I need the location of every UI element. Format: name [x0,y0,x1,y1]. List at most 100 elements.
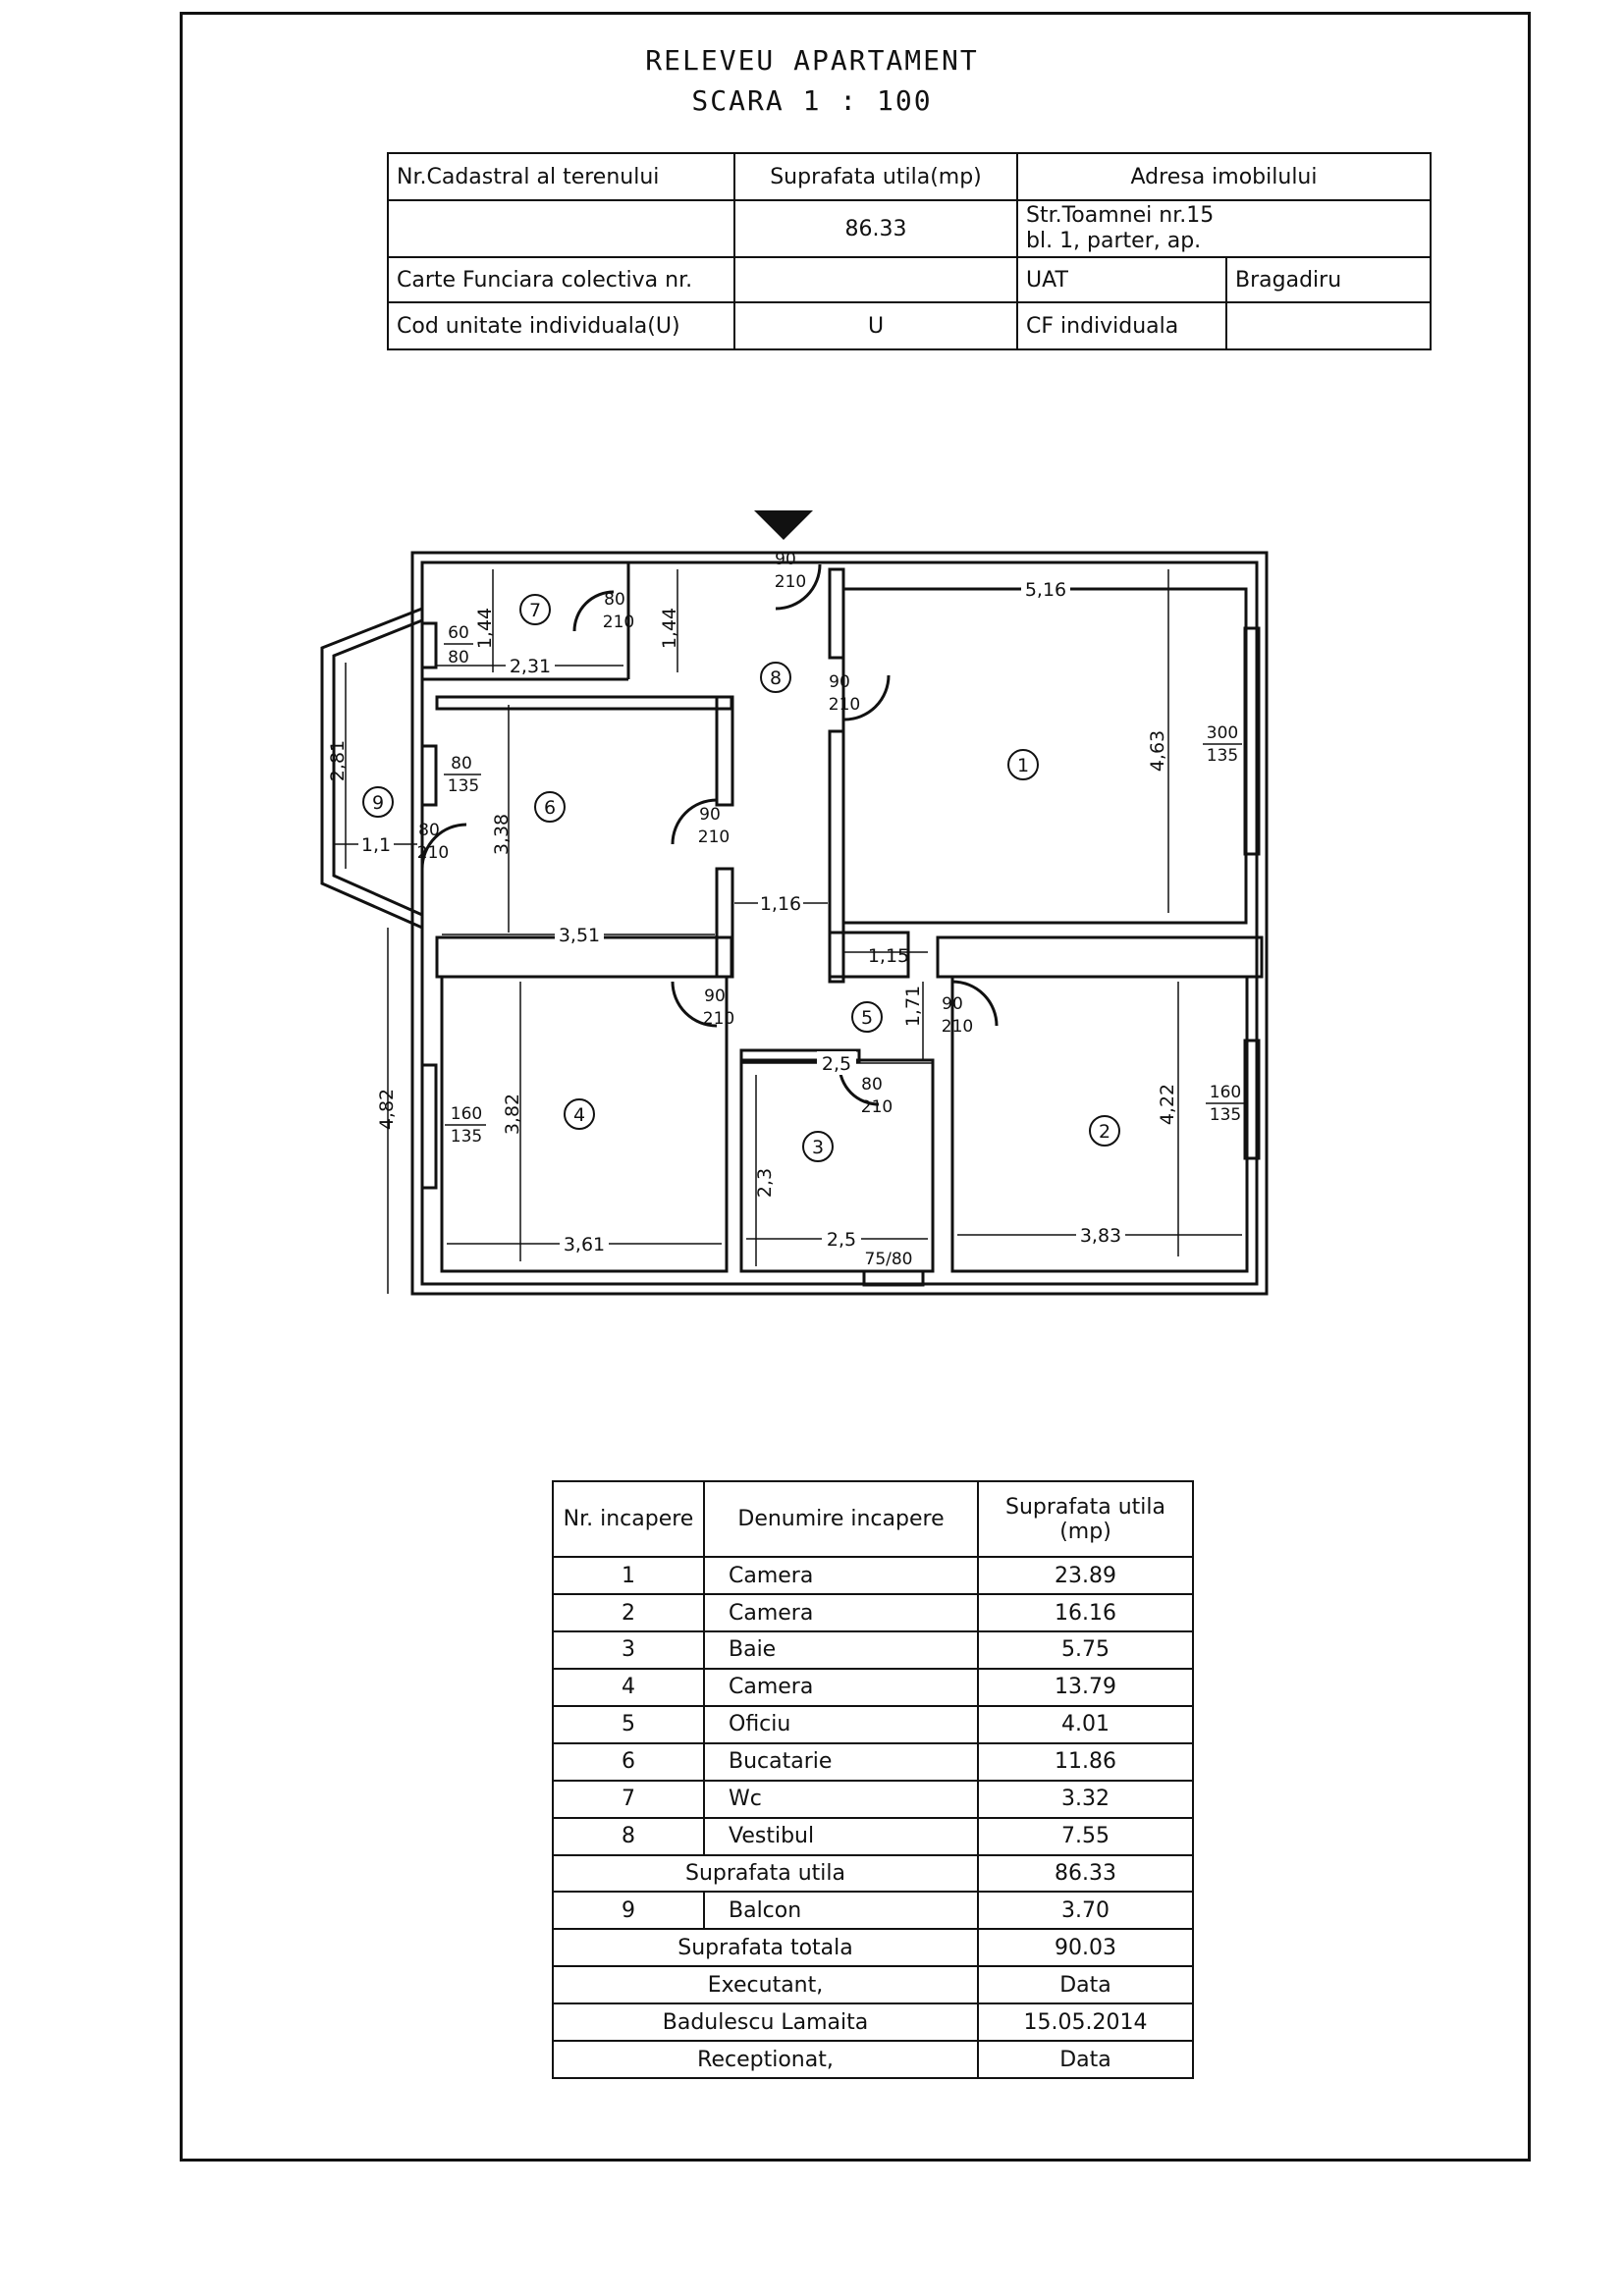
door-wc-width: 80 [604,590,625,610]
room-marker-4 [564,1098,595,1130]
dim-25a: 2,5 [822,1053,851,1075]
door-swing-wc [572,590,615,632]
door-kitchen-width: 90 [699,805,721,825]
balcony-inner [332,618,423,917]
header-nr: Nr. incapere [552,1479,705,1559]
room-area: 5.75 [977,1630,1194,1670]
wall-baie-top [739,1048,861,1064]
door-swing-balcony [420,823,467,870]
door-entrance-width: 90 [775,550,796,569]
dim-144a: 1,44 [474,608,496,649]
wall-kitchen-top [435,695,733,711]
room-marker-5 [851,1001,883,1033]
dim-383: 3,83 [1080,1225,1121,1247]
room-nr: 6 [552,1741,705,1782]
rooms-table: Nr. incapere Denumire incapere Suprafata… [552,1479,1194,2079]
room-number-1: 1 [1017,755,1029,776]
util-label: Suprafata utila [552,1853,979,1894]
door-balcony-height: 210 [417,843,449,863]
total-label: Suprafata totala [552,1928,979,1968]
entrance-arrow-icon [754,510,813,540]
room-area: 4.01 [977,1704,1194,1744]
window-room1-width: 300 [1207,723,1238,743]
header-area: Suprafata utila (mp) [977,1479,1194,1559]
wall-oficiu-right [828,931,910,979]
room-nr: 5 [552,1704,705,1744]
door-kitchen-height: 210 [698,828,730,847]
room-name: Vestibul [703,1816,979,1856]
room-name: Wc [703,1779,979,1819]
executant-label: Executant, [552,1965,979,2005]
balcon-area: 3.70 [977,1891,1194,1931]
room-name: Oficiu [703,1704,979,1744]
room-number-8: 8 [770,667,782,689]
window-room4-height: 135 [451,1127,482,1147]
room-4-outline [440,975,729,1273]
dim-25b: 2,5 [827,1229,856,1251]
window-room1-height: 135 [1207,746,1238,766]
room-number-4: 4 [573,1104,585,1126]
wall-room1-left-lower [828,729,845,984]
dim-115: 1,15 [868,945,909,967]
window-wc-width: 60 [448,623,469,643]
window-kitchen [420,744,438,807]
receptionat-label: Receptionat, [552,2040,979,2079]
room-name: Bucatarie [703,1741,979,1782]
room-area: 16.16 [977,1593,1194,1633]
uat-value: Bragadiru [1225,256,1432,303]
room-1-outline [841,587,1248,925]
room-number-6: 6 [544,797,556,819]
header-name: Denumire incapere [703,1479,979,1559]
door-room1-width: 90 [829,672,850,692]
room-name: Camera [703,1556,979,1596]
balcon-name: Balcon [703,1891,979,1931]
address-value: Str.Toamnei nr.15 bl. 1, parter, ap. [1016,199,1432,258]
room-number-3: 3 [812,1137,824,1158]
data-label: Data [977,1965,1194,2005]
plan-title: RELEVEU APARTAMENT [645,44,979,77]
door-swing-entrance [775,563,822,611]
door-room2-width: 90 [942,994,963,1014]
room-nr: 4 [552,1667,705,1707]
window-room2-width: 160 [1210,1083,1241,1102]
window-baie [862,1269,925,1287]
room-nr: 7 [552,1779,705,1819]
dim-382: 3,82 [502,1094,523,1135]
dim-116: 1,16 [760,893,801,915]
door-room4-height: 210 [703,1009,734,1029]
room-area: 23.89 [977,1556,1194,1596]
dim-422: 4,22 [1157,1084,1178,1125]
entrance-window-label: 75/80 [865,1250,913,1269]
carte-funciara-value [733,256,1018,303]
room-area: 13.79 [977,1667,1194,1707]
property-info-table: Nr.Cadastral al terenului Suprafata util… [387,152,1432,350]
room-marker-1 [1007,749,1039,780]
dim-231: 2,31 [510,656,551,677]
room-area: 11.86 [977,1741,1194,1782]
window-room1 [1243,626,1261,856]
dim-338: 3,38 [491,814,513,855]
dim-23: 2,3 [754,1168,776,1198]
dim-463: 4,63 [1147,730,1168,772]
dim-351: 3,51 [559,925,600,946]
window-wc [420,621,438,669]
room-number-2: 2 [1099,1121,1110,1143]
door-baie-height: 210 [861,1097,893,1117]
room-name: Camera [703,1667,979,1707]
window-room4-width: 160 [451,1104,482,1124]
executant-date: 15.05.2014 [977,2002,1194,2043]
adresa-label: Adresa imobilului [1016,152,1432,201]
drawing-sheet-border [180,12,1531,2162]
room-area: 3.32 [977,1779,1194,1819]
door-swing-room2 [951,980,999,1027]
door-room2-height: 210 [942,1017,973,1037]
address-line-2: bl. 1, parter, ap. [1026,229,1202,253]
cod-unitate-label: Cod unitate individuala(U) [387,301,735,350]
dim-144b: 1,44 [659,608,680,649]
